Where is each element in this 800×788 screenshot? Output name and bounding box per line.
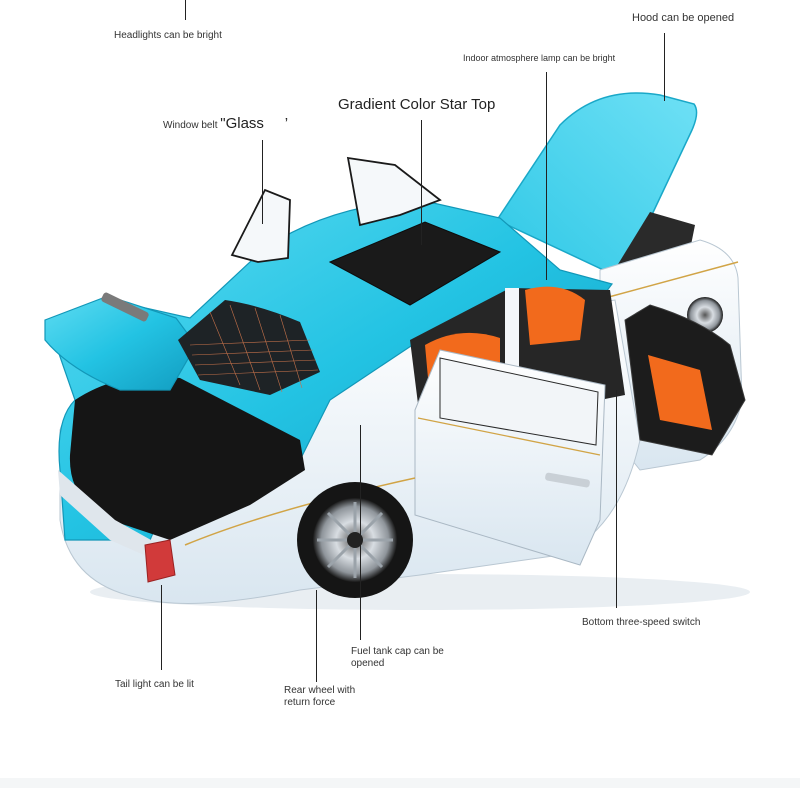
headlights-label: Headlights can be bright <box>114 30 222 41</box>
footer-strip <box>0 778 800 788</box>
bottom-switch-leader <box>616 390 617 608</box>
star-top-leader <box>421 120 422 245</box>
star-top-sunroof <box>328 221 502 306</box>
gold-pinstripe-body <box>184 477 416 546</box>
rear-door-window <box>439 357 599 446</box>
trunk-rim <box>58 470 160 560</box>
indoor-lamp-leader <box>546 72 547 280</box>
window-belt-tick: ’ <box>284 115 289 132</box>
rear-wheel-label: Rear wheel with return force <box>284 685 356 708</box>
front-side-glass <box>346 156 442 227</box>
hood-gap <box>612 212 695 274</box>
gold-pinstripe-front <box>604 261 739 299</box>
tail-light-leader <box>161 585 162 670</box>
fuel-cap-leader <box>360 425 361 640</box>
front-seat <box>525 286 585 345</box>
trunk-lid-handle <box>101 292 149 322</box>
fuel-cap-label: Fuel tank cap can be opened <box>351 646 444 669</box>
window-belt-quote: "Glass <box>220 115 264 132</box>
open-trunk-interior <box>69 376 305 540</box>
window-belt-prefix: Window belt <box>163 120 218 131</box>
window-belt-leader <box>262 140 263 224</box>
indoor-lamp-label: Indoor atmosphere lamp can be bright <box>463 53 616 63</box>
tail-light-label: Tail light can be lit <box>115 679 194 690</box>
star-top-label: Gradient Color Star Top <box>338 96 496 113</box>
hood-leader <box>664 33 665 101</box>
rear-window-grid <box>189 304 319 393</box>
tail-light <box>144 539 176 583</box>
window-belt-glass <box>230 188 291 263</box>
rear-wheel-leader <box>316 590 317 682</box>
window-belt-label: Window belt "Glass ’ <box>163 115 289 132</box>
gold-pinstripe-door <box>417 417 601 456</box>
door-handle <box>545 472 590 488</box>
rear-wheel-hub <box>347 532 363 548</box>
hood-label: Hood can be opened <box>632 12 735 24</box>
front-door-trim <box>648 355 712 430</box>
headlights-leader <box>185 0 186 20</box>
bottom-switch-label: Bottom three-speed switch <box>582 617 701 628</box>
